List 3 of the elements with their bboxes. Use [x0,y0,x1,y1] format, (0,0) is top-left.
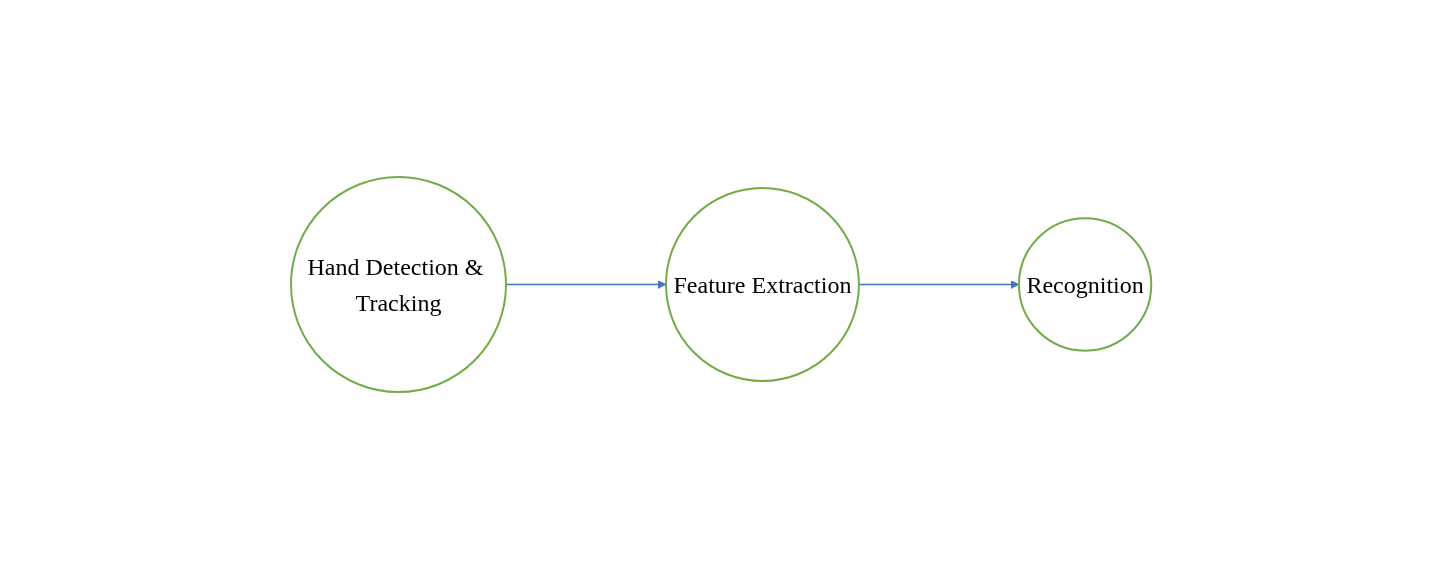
node-circle: Recognition [1018,216,1153,352]
node-circle: Hand Detection & Tracking [290,175,508,393]
node-circle: Feature Extraction [665,186,861,382]
